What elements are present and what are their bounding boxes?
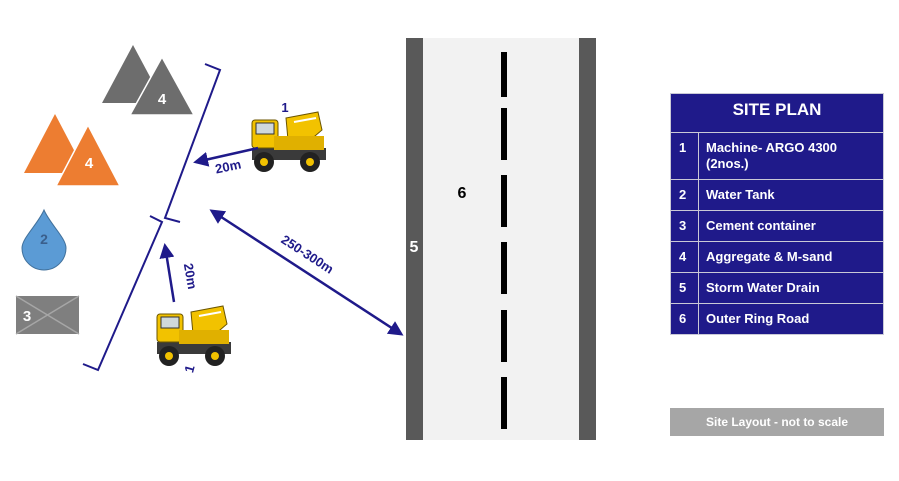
legend-text: Water Tank xyxy=(706,187,775,202)
legend-title: SITE PLAN xyxy=(671,94,883,133)
road-marker: 6 xyxy=(458,185,467,202)
legend-row: 1 Machine- ARGO 4300 (2nos.) xyxy=(671,133,883,180)
machine-bottom xyxy=(156,305,232,367)
legend-num: 5 xyxy=(671,273,699,303)
site-boundary-lower xyxy=(82,215,164,372)
arrow-machine-top xyxy=(193,146,259,167)
aggregate-marker-top: 4 xyxy=(158,91,167,108)
site-plan-legend: SITE PLAN 1 Machine- ARGO 4300 (2nos.) 2… xyxy=(670,93,884,335)
legend-num: 4 xyxy=(671,242,699,272)
aggregate-pile-gray: 4 xyxy=(102,45,196,116)
legend-text: Cement container xyxy=(706,218,816,233)
legend-num: 1 xyxy=(671,133,699,179)
aggregate-pile-orange: 4 xyxy=(24,114,122,187)
legend-text: Aggregate & M-sand xyxy=(706,249,833,264)
arrow-to-road xyxy=(209,209,404,336)
cement-container: 3 xyxy=(15,295,80,335)
distance-machine-top: 20m xyxy=(214,156,243,176)
water-tank-marker: 2 xyxy=(40,231,48,247)
legend-row: 6 Outer Ring Road xyxy=(671,304,883,334)
storm-drain-left xyxy=(406,38,423,440)
cement-container-marker: 3 xyxy=(23,308,31,325)
road-centerline xyxy=(501,52,507,429)
legend-num: 6 xyxy=(671,304,699,334)
legend-row: 4 Aggregate & M-sand xyxy=(671,242,883,273)
aggregate-marker-left: 4 xyxy=(85,155,94,172)
arrow-machine-bottom xyxy=(159,243,176,303)
legend-num: 2 xyxy=(671,180,699,210)
legend-num: 3 xyxy=(671,211,699,241)
site-boundary-upper xyxy=(163,63,222,223)
machine-marker-top: 1 xyxy=(281,100,288,115)
machine-marker-bottom: 1 xyxy=(181,363,197,374)
legend-row: 3 Cement container xyxy=(671,211,883,242)
legend-row: 2 Water Tank xyxy=(671,180,883,211)
legend-text: Outer Ring Road xyxy=(706,311,810,326)
storm-drain-right xyxy=(579,38,596,440)
distance-to-road: 250-300m xyxy=(279,232,337,277)
water-tank-drop: 2 xyxy=(21,208,67,271)
road-surface xyxy=(423,38,579,440)
legend-text: Storm Water Drain xyxy=(706,280,820,295)
legend-text: Machine- ARGO 4300 (2nos.) xyxy=(706,140,838,171)
distance-machine-bottom: 20m xyxy=(181,262,200,290)
machine-top xyxy=(251,111,327,173)
storm-drain-marker: 5 xyxy=(410,239,419,256)
legend-row: 5 Storm Water Drain xyxy=(671,273,883,304)
scale-footnote: Site Layout - not to scale xyxy=(670,408,884,436)
